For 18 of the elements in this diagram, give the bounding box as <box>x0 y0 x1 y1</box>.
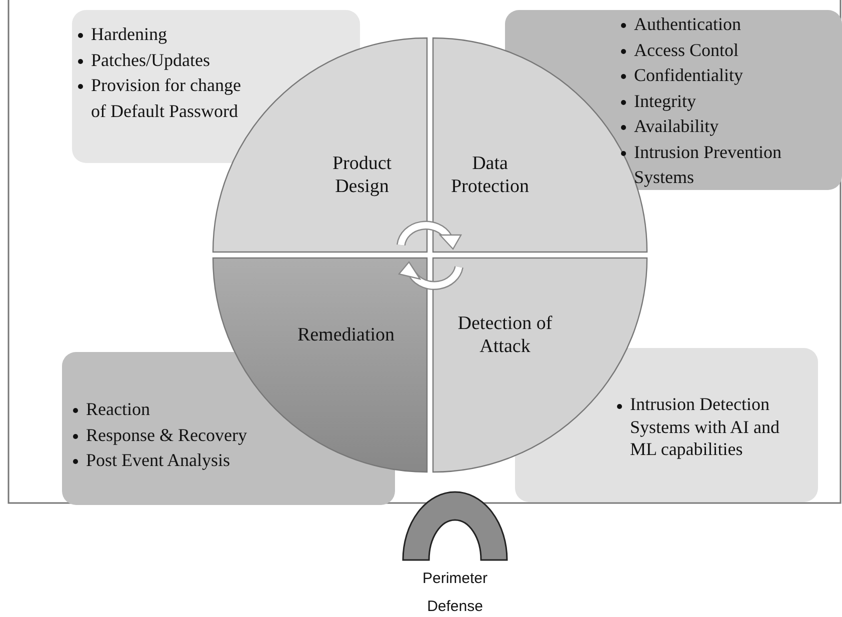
segment-label: Detection of Attack <box>456 312 554 358</box>
bullet-item: Authentication <box>634 14 741 34</box>
bullet-item: Confidentiality <box>634 65 743 85</box>
bullet-item: Post Event Analysis <box>86 450 230 470</box>
segment-label: Remediation <box>296 324 396 346</box>
bullet-item: Response & Recovery <box>86 424 247 444</box>
arch-label: Perimeter Defense <box>421 569 489 617</box>
bullet-item: Patches/Updates <box>91 50 210 70</box>
bullet-item: Integrity <box>634 90 696 110</box>
bullet-item: Intrusion Prevention Systems <box>634 142 782 187</box>
segment-label: Data Protection <box>450 152 530 198</box>
bullet-item: Access Contol <box>634 40 738 60</box>
bullet-item: Availability <box>634 116 719 136</box>
bullet-item: Reaction <box>86 399 150 419</box>
bullet-item: Provision for change of Default Password <box>91 75 241 120</box>
segment-label: Product Design <box>331 152 393 198</box>
bullet-item: Intrusion Detection Systems with AI and ML capabilities <box>630 394 780 459</box>
bullet-item: Hardening <box>91 24 167 44</box>
